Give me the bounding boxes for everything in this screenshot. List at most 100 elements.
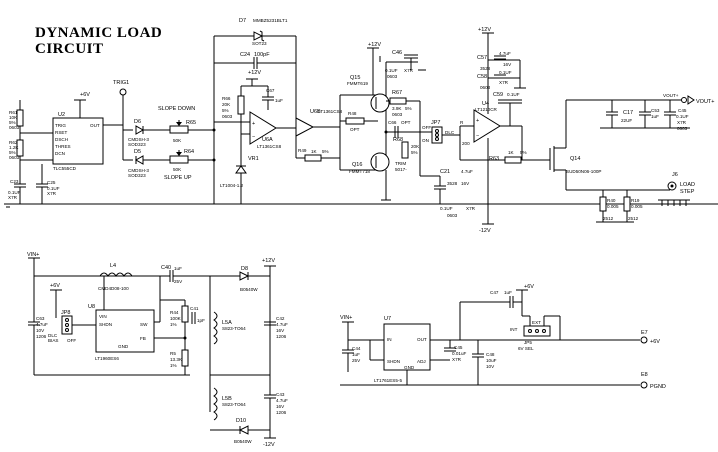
e8-terminal (640, 381, 648, 389)
driver-supply-label: +12V (478, 27, 491, 33)
slope-down-pot (169, 125, 189, 134)
r5-tol: 1% (170, 363, 177, 368)
q15-transistor (370, 93, 390, 113)
c48-value: 10uF (486, 358, 497, 363)
r62-pkg: 0603 (9, 155, 20, 160)
driver-stage: JP7 OFF ON DLC + − U4 LT1210CR +12V -12V… (420, 27, 550, 234)
r61-ref: R61 (9, 110, 18, 115)
l4-inductor (99, 272, 133, 277)
r67-value: 3.9K (392, 106, 402, 111)
r40-ref: R40 (607, 198, 616, 203)
u8-part: LT1960ES6 (95, 356, 119, 361)
r67-tol: 5% (405, 106, 412, 111)
dlc-label: DLC (445, 130, 455, 135)
c44-value: 1uF (352, 352, 360, 357)
c46-value: 0.1UF (385, 68, 398, 73)
r68-ref: R68 (393, 137, 403, 143)
c45b-ref: C45 (454, 345, 463, 350)
c45-ref: C45 (678, 108, 687, 113)
trig-testpoint (119, 88, 127, 96)
q14-part: SUD50N06-100P (566, 169, 602, 174)
u7-pin-out: OUT (417, 337, 427, 342)
r61-pkg: 0603 (9, 125, 20, 130)
title-line-2: CIRCUIT (35, 41, 104, 57)
c67-value: 1uF (275, 98, 283, 103)
r40-value: 0.005 (607, 204, 619, 209)
c31-value: 0.1UF (440, 206, 453, 211)
q15-part: FMMT619 (347, 81, 368, 86)
u8-pin-fb: FB (140, 336, 146, 341)
jp8-ref: JP8 (61, 310, 70, 316)
c41-ref: C41 (190, 306, 199, 311)
r67-resistor (389, 97, 407, 105)
l5b-ref: L5B (222, 396, 232, 402)
d7-ref: D7 (239, 18, 246, 24)
jp7-ref: JP7 (431, 120, 440, 126)
c44-voltage: 25V (352, 358, 361, 363)
r68-trim-pot (401, 141, 409, 159)
l4-ref: L4 (110, 263, 116, 269)
c53-ref: C53 (651, 108, 660, 113)
r61-tol: 5% (9, 120, 16, 125)
title-line-1: DYNAMIC LOAD (35, 25, 162, 41)
boost-vin-label: VIN+ (27, 252, 39, 258)
timer-part: TLC555CD (53, 166, 77, 171)
r63-value: 1K (508, 150, 515, 155)
timer-ic-body (52, 117, 104, 165)
d5-pkg: SOD323 (128, 173, 146, 178)
c44-ref: C44 (352, 346, 361, 351)
l4-part: CMD4D08-100 (98, 286, 129, 291)
timer-pin-dsch: DSCH (55, 137, 68, 142)
u6a-ref: U6A (262, 137, 273, 143)
jp7-off: OFF (422, 125, 431, 130)
r49-resistor (304, 154, 322, 162)
c23-value: 0.1UF (8, 190, 21, 195)
c48-voltage: 10V (486, 364, 495, 369)
u7-ref: U7 (384, 316, 391, 322)
c43-value: 4.7uF (276, 398, 288, 403)
u7-pin-shdn: SHDN (387, 359, 400, 364)
c31-pkg: 0603 (447, 213, 458, 218)
r63-ref: R63 (489, 156, 499, 162)
svg-text:+: + (476, 118, 479, 124)
q15-ref: Q15 (350, 75, 360, 81)
c63-ref: C63 (36, 316, 45, 321)
u6b-part: LT1361CS8 (318, 109, 343, 114)
l5b-part: S823-TO64 (222, 402, 246, 407)
c58-ref: C58 (477, 74, 487, 80)
d5-part: CMDSH-3 (128, 168, 149, 173)
r5-resistor (181, 349, 189, 367)
vout-label: VOUT+ (663, 93, 679, 98)
c46-dielectric: X7R (404, 68, 414, 73)
c40-ref: C40 (161, 265, 171, 271)
r19-ref: R19 (631, 198, 640, 203)
trig-label: TRIG1 (113, 80, 129, 86)
c21-value: 4.7uF (461, 169, 473, 174)
e8-label: PGND (650, 384, 666, 390)
u8-ref: U8 (88, 304, 95, 310)
c40-value: 1uF (174, 266, 182, 271)
r19-value: 0.005 (631, 204, 643, 209)
r19-pkg: 2512 (628, 216, 639, 221)
d8-diode (239, 271, 250, 281)
c42-voltage: 16V (276, 328, 285, 333)
q16-ref: Q16 (352, 162, 362, 168)
c24-value: 100pF (254, 52, 270, 58)
c58-dielectric: X7R (499, 80, 509, 85)
r44-value: 100K (170, 316, 182, 321)
c41-value: 1pF (197, 318, 205, 323)
r48-resistor (345, 117, 365, 125)
vr1-part: LT1004-1.2 (220, 183, 244, 188)
ldo-supply: VIN+ C44 1uF 25V U7 IN OUT SHDN ADJ GND … (340, 284, 666, 390)
c53-value: 1uF (651, 114, 659, 119)
u6b-opamp (295, 117, 315, 137)
c40-voltage: 25V (174, 279, 183, 284)
c43-voltage: 16V (276, 404, 285, 409)
r66-ref: R66 (222, 96, 231, 101)
l5a-inductor (213, 311, 218, 345)
amplifier-stage: + − U6A LT1361CS8 U6B LT1361CS8 R49 1K 5… (214, 94, 378, 171)
u4-ref: U4 (482, 101, 489, 107)
driver-neg-supply-label: -12V (479, 228, 491, 234)
c58-pkg: 0603 (480, 85, 491, 90)
r66-resistor (237, 95, 245, 115)
